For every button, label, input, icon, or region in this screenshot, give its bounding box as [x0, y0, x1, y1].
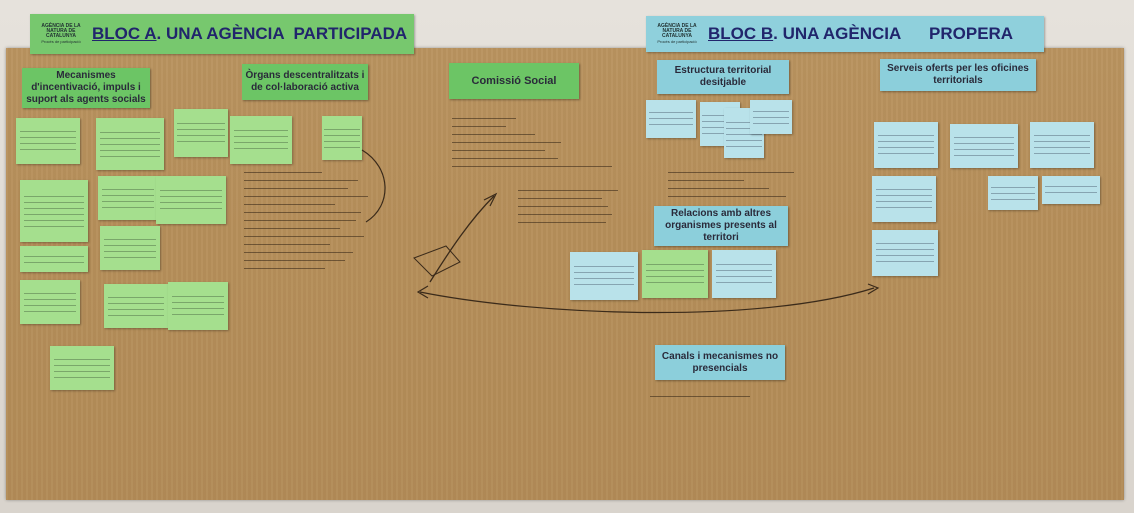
bloc-b-title-rest: . UNA AGÈNCIA PROPERA: [773, 24, 1014, 43]
sticky-note: [156, 176, 226, 224]
sticky-note: [1042, 176, 1100, 204]
bloc-a-title: BLOC A. UNA AGÈNCIA PARTICIPADA: [92, 24, 407, 44]
bloc-a-logo-sub: Procés de participació: [41, 39, 81, 44]
sticky-note: [20, 246, 88, 272]
bloc-b-title: BLOC B. UNA AGÈNCIA PROPERA: [708, 24, 1013, 44]
sticky-note: [104, 284, 168, 328]
sticky-note: [100, 226, 160, 270]
sign-organs: Òrgans descentralitzats i de col·laborac…: [242, 64, 368, 100]
sticky-note: [1030, 122, 1094, 168]
bloc-b-logo: AGÈNCIA DE LA NATURA DE CATALUNYA Procés…: [646, 22, 708, 46]
sticky-note: [98, 176, 158, 220]
sticky-note: [174, 109, 228, 157]
handwriting-canals: [650, 396, 750, 404]
bloc-a-title-prefix: BLOC A: [92, 24, 157, 43]
handwriting-estructura: [668, 172, 794, 204]
sign-mecanismes: Mecanismes d'incentivació, impuls i supo…: [22, 68, 150, 108]
sticky-note: [872, 230, 938, 276]
sticky-note: [16, 118, 80, 164]
handwriting-comissio-list: [518, 190, 618, 230]
bloc-a-logo-title: AGÈNCIA DE LA NATURA DE CATALUNYA: [41, 23, 81, 39]
sticky-note: [950, 124, 1018, 168]
sign-canals: Canals i mecanismes no presencials: [655, 345, 785, 380]
sticky-note: [230, 116, 292, 164]
handwriting-comissio: [452, 118, 612, 174]
handwriting-organs: [244, 172, 374, 276]
sticky-note: [750, 100, 792, 134]
sticky-note: [20, 180, 88, 242]
sticky-note: [874, 122, 938, 168]
sign-serveis: Serveis oferts per les oficines territor…: [880, 59, 1036, 91]
bloc-b-logo-sub: Procés de participació: [657, 39, 697, 44]
sticky-note: [20, 280, 80, 324]
sticky-note: [872, 176, 936, 222]
sticky-note: [96, 118, 164, 170]
sticky-note: [570, 252, 638, 300]
bloc-b-logo-title: AGÈNCIA DE LA NATURA DE CATALUNYA: [657, 23, 697, 39]
bloc-a-banner: AGÈNCIA DE LA NATURA DE CATALUNYA Procés…: [30, 14, 414, 54]
sticky-note: [712, 250, 776, 298]
sticky-note: [988, 176, 1038, 210]
bloc-b-title-prefix: BLOC B: [708, 24, 774, 43]
bloc-b-banner: AGÈNCIA DE LA NATURA DE CATALUNYA Procés…: [646, 16, 1044, 52]
bloc-a-logo: AGÈNCIA DE LA NATURA DE CATALUNYA Procés…: [30, 22, 92, 46]
sticky-note: [642, 250, 708, 298]
sign-estructura: Estructura territorial desitjable: [657, 60, 789, 94]
sign-comissio: Comissió Social: [449, 63, 579, 99]
sticky-note: [50, 346, 114, 390]
sticky-note: [646, 100, 696, 138]
bloc-a-title-rest: . UNA AGÈNCIA PARTICIPADA: [156, 24, 408, 43]
sticky-note: [168, 282, 228, 330]
sticky-note: [322, 116, 362, 160]
sign-relacions: Relacions amb altres organismes presents…: [654, 206, 788, 246]
